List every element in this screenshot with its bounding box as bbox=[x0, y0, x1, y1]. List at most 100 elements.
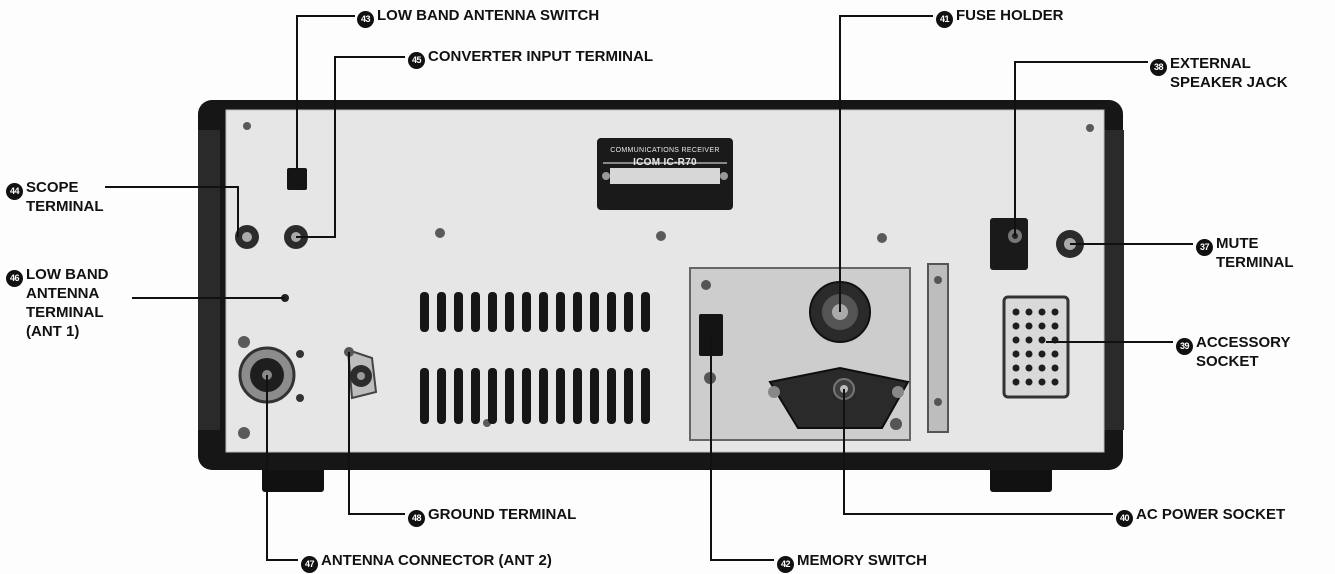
ac-power-socket bbox=[768, 366, 910, 429]
leader-40 bbox=[843, 389, 1113, 515]
callout-text: GROUND TERMINAL bbox=[428, 506, 577, 523]
nameplate: COMMUNICATIONS RECEIVER ICOM IC-R70 bbox=[597, 138, 733, 210]
accessory-pin bbox=[1038, 364, 1046, 372]
callout-text: EXTERNAL bbox=[1170, 55, 1251, 72]
vent-slot bbox=[488, 292, 497, 332]
vent-slot bbox=[539, 292, 548, 332]
callout-number: 40 bbox=[1116, 510, 1133, 527]
panel-screws bbox=[238, 122, 1094, 439]
callout-text: MEMORY SWITCH bbox=[797, 552, 927, 569]
leader-43 bbox=[296, 15, 355, 170]
external-speaker-jack bbox=[990, 218, 1028, 270]
cabinet-side-left bbox=[198, 130, 220, 430]
vent-slot bbox=[420, 368, 429, 424]
accessory-pin bbox=[1025, 364, 1033, 372]
accessory-pin bbox=[1012, 350, 1020, 358]
callout-number: 39 bbox=[1176, 338, 1193, 355]
vent-slot bbox=[590, 368, 599, 424]
vent-slot bbox=[488, 368, 497, 424]
leader-38 bbox=[1014, 61, 1148, 236]
callout-number: 43 bbox=[357, 11, 374, 28]
vent-slot bbox=[556, 368, 565, 424]
accessory-socket bbox=[1002, 295, 1070, 399]
accessory-pin bbox=[1025, 336, 1033, 344]
accessory-pin bbox=[1012, 364, 1020, 372]
callout-text: TERMINAL bbox=[26, 304, 104, 321]
accessory-pin bbox=[1025, 350, 1033, 358]
callout-number: 44 bbox=[6, 183, 23, 200]
vent-slot bbox=[505, 292, 514, 332]
callout-number: 47 bbox=[301, 556, 318, 573]
subpanel-screw bbox=[890, 418, 902, 430]
vent-slot bbox=[471, 292, 480, 332]
callout-text: AC POWER SOCKET bbox=[1136, 506, 1286, 523]
vent-slot bbox=[471, 368, 480, 424]
cabinet-side-right bbox=[1102, 130, 1124, 430]
callout-number: 42 bbox=[777, 556, 794, 573]
vent-slot bbox=[624, 292, 633, 332]
bracket-screw bbox=[934, 398, 942, 406]
vent-slot bbox=[573, 368, 582, 424]
vent-slot bbox=[607, 368, 616, 424]
ventilation-slots bbox=[420, 292, 650, 424]
leader-41 bbox=[839, 15, 933, 312]
callout-number: 41 bbox=[936, 11, 953, 28]
vent-slot bbox=[590, 292, 599, 332]
accessory-pin bbox=[1038, 378, 1046, 386]
callout-text: ACCESSORY bbox=[1196, 334, 1291, 351]
vent-slot bbox=[641, 292, 650, 332]
nameplate-line2: ICOM IC-R70 bbox=[633, 157, 697, 168]
callout-text: LOW BAND ANTENNA SWITCH bbox=[377, 7, 600, 24]
vent-slot bbox=[437, 292, 446, 332]
vent-slot bbox=[607, 292, 616, 332]
low-band-antenna-switch bbox=[287, 168, 307, 190]
accessory-pin bbox=[1038, 350, 1046, 358]
callout-text: FUSE HOLDER bbox=[956, 7, 1064, 24]
scope-terminal bbox=[235, 225, 259, 249]
accessory-pin bbox=[1051, 364, 1059, 372]
bracket-screw bbox=[934, 276, 942, 284]
vent-slot bbox=[522, 292, 531, 332]
vent-slot bbox=[522, 368, 531, 424]
mounting-bracket bbox=[927, 263, 949, 433]
accessory-pin bbox=[1038, 322, 1046, 330]
leader-48 bbox=[348, 352, 405, 515]
callout-text: CONVERTER INPUT TERMINAL bbox=[428, 48, 653, 65]
accessory-pin bbox=[1051, 322, 1059, 330]
vent-slot bbox=[573, 292, 582, 332]
leader-45 bbox=[296, 56, 405, 238]
accessory-pin bbox=[1025, 322, 1033, 330]
vent-slot bbox=[624, 368, 633, 424]
accessory-pin bbox=[1051, 350, 1059, 358]
callout-text: ANTENNA bbox=[26, 285, 100, 302]
callout-number: 45 bbox=[408, 52, 425, 69]
leader-lines bbox=[105, 15, 1193, 561]
callout-number: 46 bbox=[6, 270, 23, 287]
callout-text: (ANT 1) bbox=[26, 323, 80, 340]
leader-44 bbox=[105, 186, 239, 237]
nameplate-line1: COMMUNICATIONS RECEIVER bbox=[610, 147, 719, 154]
vent-slot bbox=[505, 368, 514, 424]
accessory-pin bbox=[1025, 308, 1033, 316]
callout-text: SOCKET bbox=[1196, 353, 1259, 370]
accessory-pin bbox=[1012, 308, 1020, 316]
callout-number: 38 bbox=[1150, 59, 1167, 76]
accessory-pin bbox=[1025, 378, 1033, 386]
callout-text: MUTE bbox=[1216, 235, 1259, 252]
callout-text: TERMINAL bbox=[26, 198, 104, 215]
accessory-pin bbox=[1012, 322, 1020, 330]
subpanel-screw bbox=[701, 280, 711, 290]
accessory-pin bbox=[1012, 378, 1020, 386]
